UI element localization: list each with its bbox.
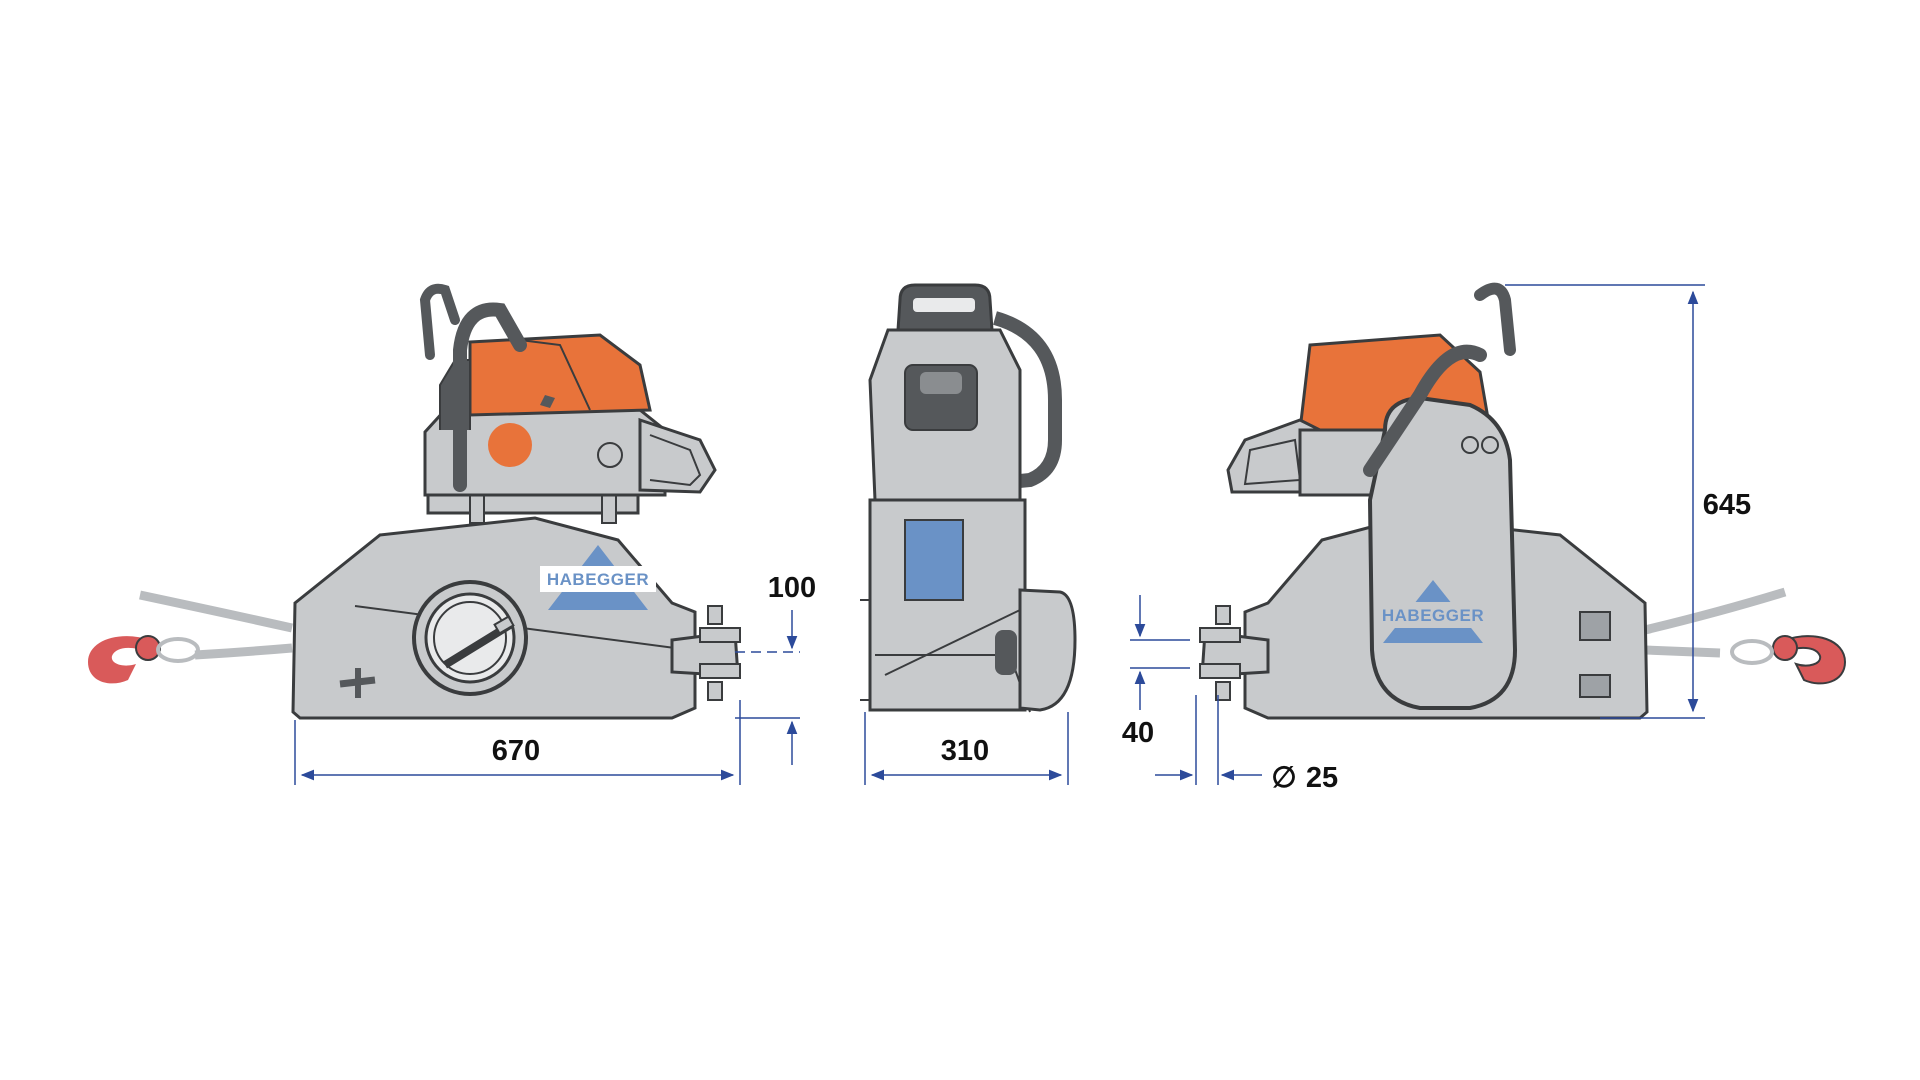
carry-handle-right <box>1363 282 1516 477</box>
wire-rope-upper-right <box>1643 587 1787 635</box>
release-lever-icon <box>339 668 376 698</box>
hook-icon-right <box>1730 635 1847 685</box>
wire-rope-lower-right <box>1644 645 1721 658</box>
dimension-height-label: 645 <box>1703 489 1751 521</box>
engine-left <box>423 333 717 497</box>
dimension-offset-label: 100 <box>768 572 816 604</box>
left-side-view: HABEGGER <box>88 283 741 720</box>
side-handle-front <box>992 311 1062 489</box>
hook-icon <box>88 635 200 684</box>
dimension-width-label: 310 <box>941 735 989 767</box>
carry-handle-left <box>419 283 555 492</box>
drum-side-front <box>1018 588 1077 712</box>
right-side-view: HABEGGER <box>1199 282 1847 720</box>
dimension-length-label: 670 <box>492 735 540 767</box>
wire-rope-lower <box>194 643 293 660</box>
brand-logo-left: HABEGGER <box>547 570 649 589</box>
diameter-icon: ∅ <box>1271 762 1296 794</box>
dimension-lines <box>294 284 1705 785</box>
wire-rope-upper <box>139 590 293 633</box>
cable-drum <box>412 580 528 696</box>
front-view <box>860 283 1077 713</box>
brand-logo-right: HABEGGER <box>1382 606 1484 625</box>
anchor-bracket-left <box>670 605 741 701</box>
dimension-pin-spacing-label: 40 <box>1122 717 1154 749</box>
dimension-pin-diameter-label: 25 <box>1306 762 1338 794</box>
anchor-bracket-right <box>1199 605 1270 701</box>
brand-panel-front <box>904 519 964 601</box>
